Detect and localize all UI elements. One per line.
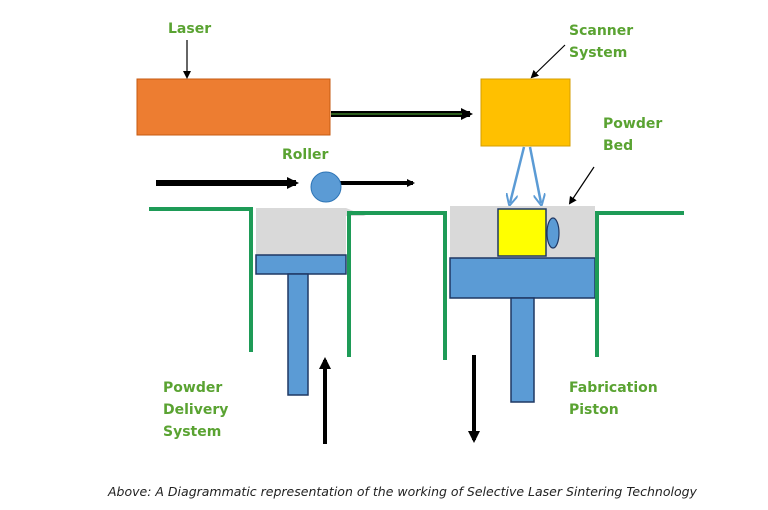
laser-label: Laser (168, 21, 212, 37)
powder-bed-label-line2: Bed (603, 138, 634, 154)
powder-delivery-line1: Powder (163, 380, 223, 396)
powder-delivery-label: Powder Delivery System (163, 377, 228, 443)
roller-label: Roller (282, 147, 329, 163)
fabrication-piston-line2: Piston (569, 402, 619, 418)
scanner-label: Scanner System (569, 20, 633, 64)
scan-beam-right (528, 146, 541, 203)
fabrication-platform (449, 257, 596, 299)
powder-bed-label: Powder Bed (603, 113, 662, 157)
delivery-platform (255, 254, 347, 275)
delivery-powder (256, 208, 346, 255)
powder-bed-label-line1: Powder (603, 116, 663, 132)
powder-bed-pointer-arrow (568, 166, 595, 205)
delivery-piston-rod (287, 273, 309, 396)
powder-delivery-line3: System (163, 424, 222, 440)
fabrication-piston-rod (510, 297, 535, 403)
scanner-pointer-arrow (530, 44, 566, 79)
scanner-label-line2: System (569, 45, 628, 61)
roller (310, 171, 342, 203)
scanner-box (480, 78, 571, 147)
figure-caption: Above: A Diagrammatic representation of … (108, 484, 697, 499)
sintered-part (497, 208, 547, 257)
fabrication-piston-label: Fabrication Piston (569, 377, 658, 421)
scanner-label-line1: Scanner (569, 23, 634, 39)
laser-box (136, 78, 331, 136)
powder-bed-roller (546, 217, 560, 249)
fabrication-piston-line1: Fabrication (569, 380, 658, 396)
scan-beam-left (510, 146, 526, 203)
chamber-walls (149, 207, 253, 352)
powder-delivery-line2: Delivery (163, 402, 229, 418)
